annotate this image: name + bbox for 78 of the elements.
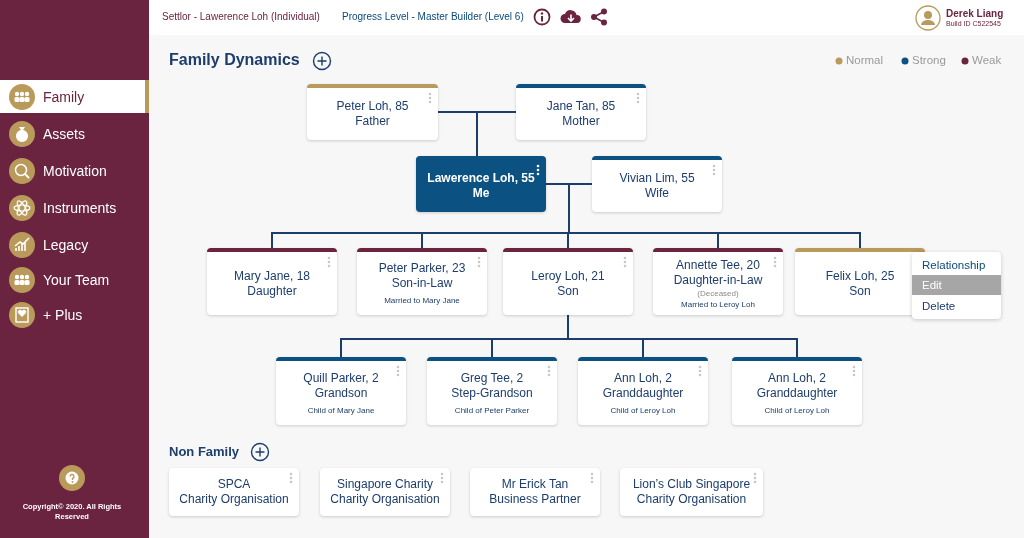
person-name: Greg Tee, 2 <box>460 370 524 386</box>
legend-label: Normal <box>846 54 884 66</box>
person-name: Mary Jane, 18 <box>233 268 310 284</box>
person-name: Ann Loh, 2 <box>613 370 673 386</box>
relationship-text: Granddaughter <box>756 385 838 401</box>
menu-item: Family <box>43 89 85 105</box>
relationship-text: Business Partner <box>489 492 581 507</box>
card-note: Married to Leroy Loh <box>681 298 755 310</box>
card-note: (Deceased) <box>697 287 739 299</box>
person-name: Vivian Lim, 55 <box>619 171 695 186</box>
relationship-text: Daughter-in-Law <box>673 272 763 288</box>
menu-item: Motivation <box>43 163 107 179</box>
connector-line <box>567 314 798 358</box>
relationship-text: Step-Grandson <box>451 385 533 401</box>
person-card <box>416 156 546 212</box>
relationship-text: Wife <box>645 186 669 201</box>
card-note: Married to Mary Jane <box>384 295 460 306</box>
person-card <box>620 468 763 516</box>
person-name: Peter Parker, 23 <box>378 261 466 276</box>
person-name: Jane Tan, 85 <box>546 99 616 114</box>
menu-item: Legacy <box>43 237 89 253</box>
relationship-text: Son <box>557 283 579 299</box>
connector-line <box>476 111 517 157</box>
person-name: Felix Loh, 25 <box>825 268 895 284</box>
person-card <box>207 248 337 315</box>
menu-item: Instruments <box>43 200 117 216</box>
card-note: Child of Mary Jane <box>307 404 375 416</box>
relationship-text: Son <box>849 283 871 299</box>
progress-level-text: Progress Level - Master Builder (Level 6) <box>342 11 524 22</box>
relationship-text: Grandson <box>314 385 368 401</box>
legend-label: Weak <box>972 54 1002 66</box>
menu-option: Relationship <box>912 255 1001 275</box>
person-name: Lawerence Loh, 55 <box>427 171 535 186</box>
person-name: Quill Parker, 2 <box>303 370 379 386</box>
person-name: Leroy Loh, 21 <box>531 268 605 284</box>
relationship-text: Charity Organisation <box>179 492 289 507</box>
person-name: Mr Erick Tan <box>501 477 569 492</box>
person-name: Singapore Charity <box>336 477 434 492</box>
card-note: Child of Leroy Loh <box>610 404 676 416</box>
person-card <box>357 248 487 315</box>
person-card <box>470 468 600 516</box>
section-heading: Non Family <box>169 444 240 459</box>
person-card <box>592 156 722 212</box>
relationship-text: Charity Organisation <box>636 492 747 507</box>
header-text: Settlor - Lawerence Loh (Individual) <box>162 11 320 22</box>
person-card <box>307 84 438 140</box>
relationship-text: Charity Organisation <box>330 492 440 507</box>
relationship-text: Mother <box>562 114 600 129</box>
person-name: SPCA <box>217 477 251 492</box>
relationship-text: Daughter <box>247 283 297 299</box>
relationship-text: Father <box>355 114 390 129</box>
person-card <box>516 84 646 140</box>
person-card <box>320 468 450 516</box>
person-card <box>653 248 783 315</box>
section-heading: Family Dynamics <box>169 51 300 69</box>
person-card <box>503 248 633 315</box>
person-name: Ann Loh, 2 <box>767 370 827 386</box>
legend-label: Strong <box>912 54 946 66</box>
relationship-text: Son-in-Law <box>391 276 453 291</box>
person-card <box>169 468 299 516</box>
person-card <box>732 357 862 425</box>
user-name: Derek Liang <box>946 8 1004 19</box>
menu-option: Edit <box>912 275 1001 295</box>
person-card <box>795 248 925 315</box>
relationship-text: Me <box>472 186 490 201</box>
person-card <box>578 357 708 425</box>
relationship-text: Granddaughter <box>602 385 684 401</box>
card-note: Child of Leroy Loh <box>764 404 830 416</box>
menu-option: Delete <box>912 296 1001 316</box>
person-card <box>276 357 406 425</box>
person-name: Lion’s Club Singapore <box>632 477 751 492</box>
person-name: Peter Loh, 85 <box>336 99 409 114</box>
menu-item: Assets <box>43 126 85 142</box>
person-name: Annette Tee, 20 <box>676 257 760 273</box>
menu-item: + Plus <box>43 307 83 323</box>
menu-item: Your Team <box>43 272 110 288</box>
card-note: Child of Peter Parker <box>454 404 530 416</box>
person-card <box>427 357 557 425</box>
